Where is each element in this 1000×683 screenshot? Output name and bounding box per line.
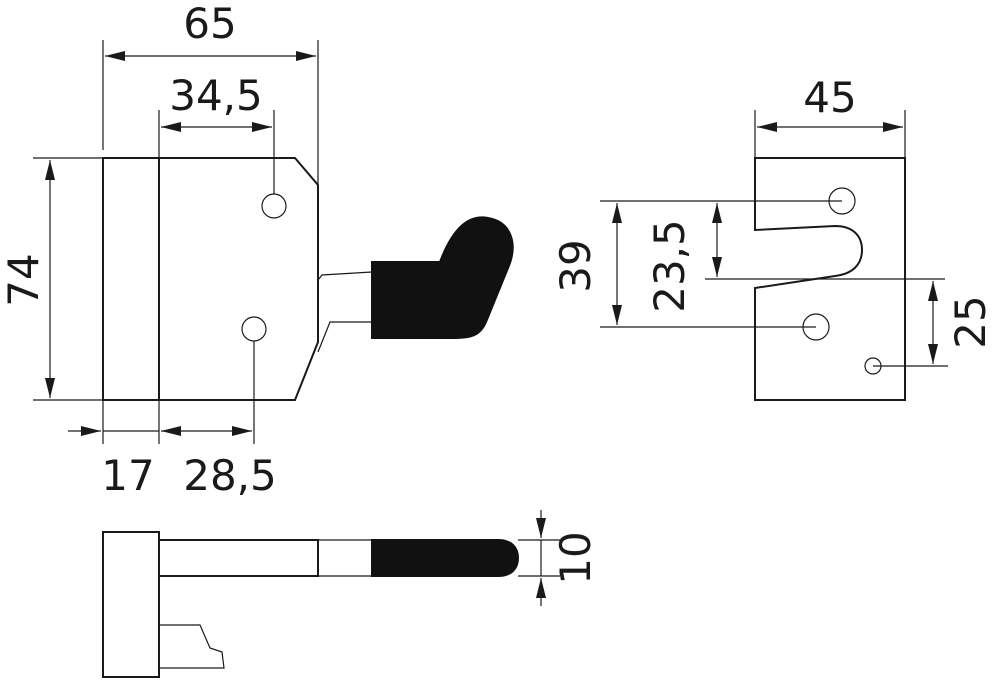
dim-23-5-label: 23,5 <box>645 219 694 313</box>
front-body-outline <box>102 157 319 401</box>
front-hole-upper <box>261 193 287 219</box>
top-shaft <box>158 539 319 577</box>
top-handle <box>371 539 520 577</box>
front-view <box>102 157 514 401</box>
top-shaft-extension <box>318 539 372 577</box>
front-dimensions: 65 34,5 74 17 28,5 <box>0 0 319 500</box>
top-dimensions: 10 <box>518 510 600 606</box>
front-handle <box>371 216 514 339</box>
dim-28-5-label: 28,5 <box>183 451 277 500</box>
front-hole-lower <box>241 316 267 342</box>
front-lever-connector <box>317 271 373 353</box>
top-bracket <box>159 624 225 669</box>
dim-17-label: 17 <box>101 451 154 500</box>
dim-45-label: 45 <box>803 73 856 122</box>
dim-10-label: 10 <box>551 531 600 584</box>
dim-74-label: 74 <box>0 253 48 306</box>
side-plate-outline <box>754 157 906 401</box>
dim-34-5-label: 34,5 <box>169 71 263 120</box>
top-view <box>102 531 520 678</box>
top-base-block <box>102 531 160 678</box>
dim-65-label: 65 <box>183 0 236 48</box>
dim-25-label: 25 <box>946 295 995 348</box>
side-dimensions: 45 39 23,5 25 <box>551 73 995 367</box>
dim-39-label: 39 <box>551 239 600 292</box>
